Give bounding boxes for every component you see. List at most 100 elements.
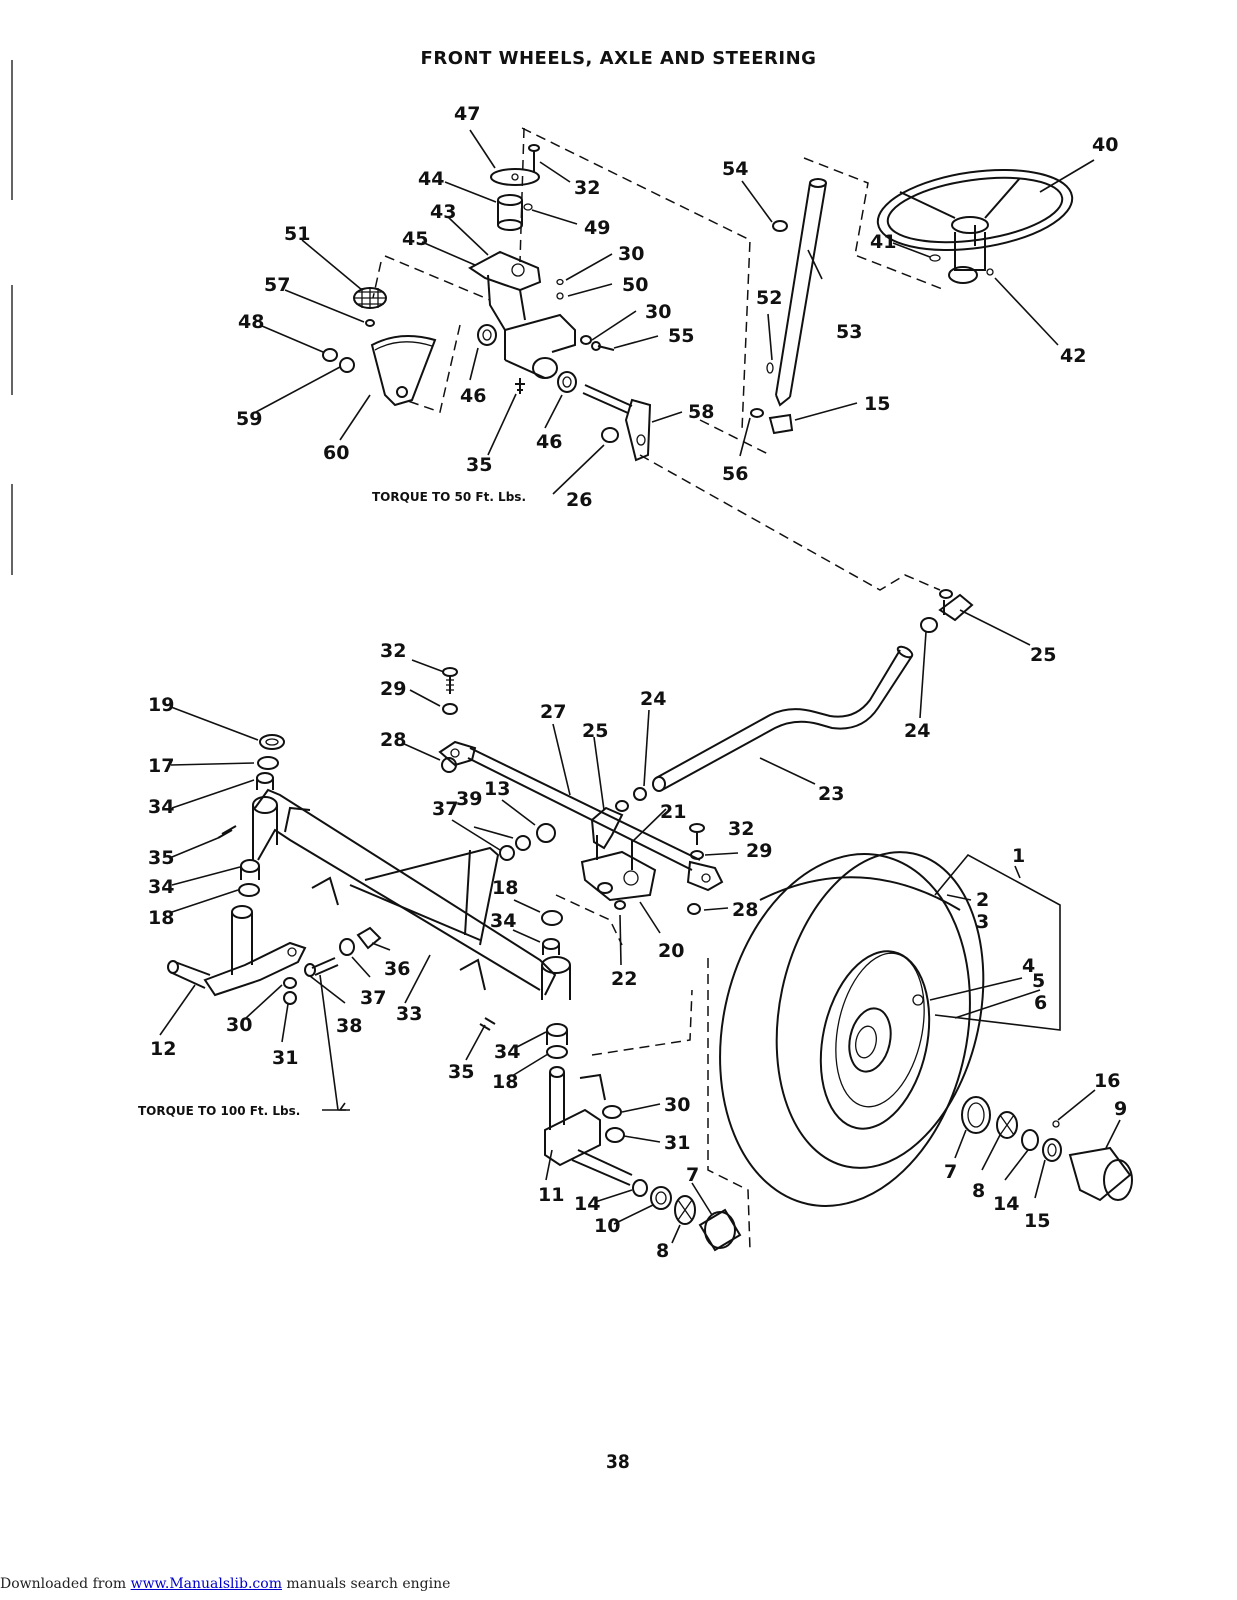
callout-37: 37 [432, 798, 458, 820]
torque-note-100: TORQUE TO 100 Ft. Lbs. [138, 1104, 301, 1118]
drag-link [652, 645, 914, 792]
callout-34: 34 [490, 910, 516, 932]
pivot-washers [499, 823, 556, 861]
callout-46a: 46 [460, 385, 486, 407]
callout-22: 22 [611, 968, 637, 990]
callout-32b: 32 [380, 640, 406, 662]
shaft-hardware [750, 220, 794, 435]
callout-9: 9 [1114, 1098, 1127, 1120]
callout-60: 60 [323, 442, 349, 464]
tie-rod-bolts [441, 667, 705, 915]
callout-15: 15 [864, 393, 890, 415]
footer: Downloaded from www.Manualslib.com manua… [0, 1576, 450, 1592]
page-title: FRONT WHEELS, AXLE AND STEERING [420, 48, 817, 69]
bushings-46 [477, 324, 577, 393]
callout-24: 24 [904, 720, 930, 742]
callout-19: 19 [148, 694, 174, 716]
callout-35c: 35 [448, 1061, 474, 1083]
callout-55: 55 [668, 325, 694, 347]
right-axle-end [479, 910, 571, 1031]
front-axle [252, 788, 557, 996]
callout-20: 20 [658, 940, 684, 962]
callout-30b: 30 [645, 301, 671, 323]
callout-13: 13 [484, 778, 510, 800]
callout-56: 56 [722, 463, 748, 485]
drag-link-end [920, 589, 974, 633]
washers-left [322, 348, 355, 373]
page-number: 38 [606, 1451, 630, 1473]
callout-29b: 29 [746, 840, 772, 862]
steering-support [468, 250, 576, 379]
callout-35: 35 [466, 454, 492, 476]
callout-5: 5 [1032, 970, 1045, 992]
bushing [497, 194, 533, 231]
left-axle-hardware [217, 734, 285, 897]
callout-52: 52 [756, 287, 782, 309]
callout-3: 3 [976, 911, 989, 933]
callout-48: 48 [238, 311, 264, 333]
grease-fitting [515, 378, 525, 394]
hub-parts [961, 1096, 1133, 1202]
callout-7b: 7 [944, 1161, 957, 1183]
center-bracket [555, 835, 657, 946]
front-wheel [719, 851, 985, 1207]
callout-21: 21 [660, 801, 686, 823]
tie-rod [438, 740, 724, 892]
callout-16: 16 [1094, 1070, 1120, 1092]
callout-31b: 31 [664, 1132, 690, 1154]
wheel-bracket-lines [934, 853, 1061, 1031]
callout-30d: 30 [664, 1094, 690, 1116]
callout-50: 50 [622, 274, 648, 296]
callout-18: 18 [492, 877, 518, 899]
steering-arm [582, 384, 652, 462]
callout-18b: 18 [148, 907, 174, 929]
callout-23: 23 [818, 783, 844, 805]
callout-43: 43 [430, 201, 456, 223]
manualslib-link[interactable]: www.Manualslib.com [130, 1576, 282, 1592]
footer-prefix: Downloaded from [0, 1576, 131, 1592]
callout-33: 33 [396, 1003, 422, 1025]
callout-51: 51 [284, 223, 310, 245]
torque-note-50: TORQUE TO 50 Ft. Lbs. [372, 490, 526, 504]
callout-31: 31 [272, 1047, 298, 1069]
callout-labels: 47 32 44 49 43 45 30 50 51 57 48 59 60 4… [148, 103, 1127, 1262]
callout-26: 26 [566, 489, 592, 511]
callout-8: 8 [656, 1240, 669, 1262]
callout-35b: 35 [148, 847, 174, 869]
callout-38: 38 [336, 1015, 362, 1037]
pinion-gear [353, 287, 387, 327]
callout-15b: 15 [1024, 1210, 1050, 1232]
callout-37b: 37 [360, 987, 386, 1009]
callout-53: 53 [836, 321, 862, 343]
assembly-dashed-lines [372, 127, 946, 591]
callout-7: 7 [686, 1164, 699, 1186]
callout-29: 29 [380, 678, 406, 700]
callout-10: 10 [594, 1215, 620, 1237]
callout-27: 27 [540, 701, 566, 723]
callout-58: 58 [688, 401, 714, 423]
callout-2: 2 [976, 889, 989, 911]
lower-bearings [632, 958, 751, 1252]
footer-suffix: manuals search engine [281, 1576, 451, 1592]
callout-32c: 32 [728, 818, 754, 840]
callout-18c: 18 [492, 1071, 518, 1093]
callout-4: 4 [1022, 955, 1035, 977]
sector-gear [370, 335, 437, 407]
callout-41: 41 [870, 231, 896, 253]
callout-57: 57 [264, 274, 290, 296]
callout-1: 1 [1012, 845, 1025, 867]
callout-30: 30 [618, 243, 644, 265]
callout-14b: 14 [993, 1193, 1019, 1215]
callout-44: 44 [418, 168, 444, 190]
leader-lines [159, 129, 1121, 1244]
callout-42: 42 [1060, 345, 1086, 367]
steering-plate [490, 144, 540, 186]
callout-39: 39 [456, 788, 482, 810]
callout-17: 17 [148, 755, 174, 777]
callout-47: 47 [454, 103, 480, 125]
callout-59: 59 [236, 408, 262, 430]
left-spindle [167, 905, 307, 1005]
callout-6: 6 [1034, 992, 1047, 1014]
